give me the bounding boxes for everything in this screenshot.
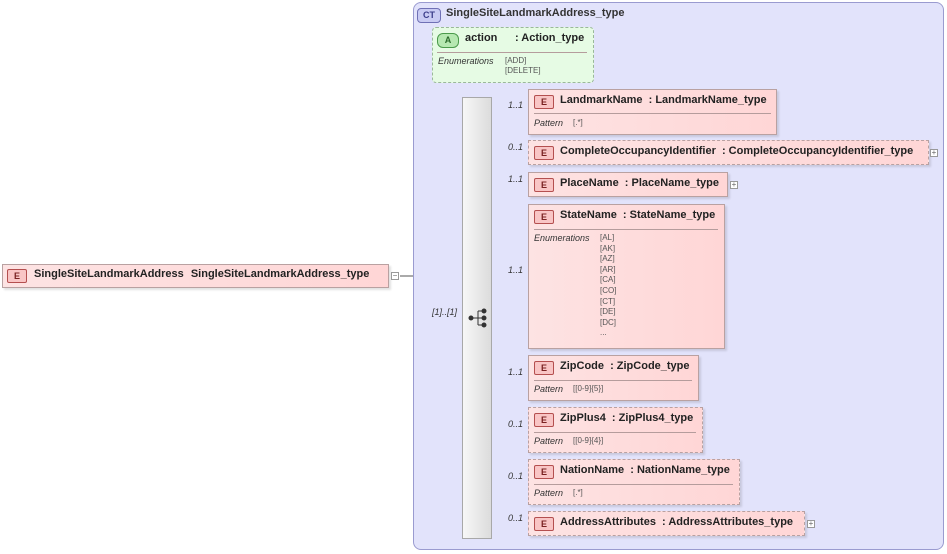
attribute-facet-label: Enumerations [438,56,494,66]
element-label: LandmarkName : LandmarkName_type [560,94,767,106]
attribute-enum-value: [DELETE] [505,66,541,75]
element-label: StateName : StateName_type [560,209,715,221]
facet-value: ... [600,328,607,338]
root-element[interactable] [2,264,389,288]
expand-toggle[interactable]: + [807,519,815,528]
element-place-name[interactable] [528,172,728,197]
complex-type-tag: CT [417,8,441,23]
facet-value: [AR] [600,264,616,274]
collapse-toggle[interactable]: − [391,271,399,280]
element-tag: E [534,465,554,479]
facet-separator [534,113,771,114]
element-name: StateName [560,209,617,221]
cardinality-label: 0..1 [508,142,524,152]
facet-label: Pattern [534,118,564,128]
sequence-cardinality: [1]..[1] [432,307,458,317]
cardinality-label: 1..1 [508,367,524,377]
facet-separator [534,432,696,433]
attribute-type: : Action_type [515,32,585,44]
element-nation-name[interactable] [528,459,740,505]
element-name: ZipPlus4 [560,412,606,424]
cardinality-label: 0..1 [508,419,524,429]
facet-value: [[0-9]{4}] [573,436,604,445]
facet-value: [.*] [573,488,583,497]
facet-separator [534,380,692,381]
element-tag: E [534,210,554,224]
facet-value: [CO] [600,286,617,295]
facet-value: [.*] [573,118,583,127]
element-name: CompleteOccupancyIdentifier [560,145,716,157]
element-tag: E [534,517,554,531]
facet-label: Pattern [534,436,564,446]
facet-value: [DE] [600,307,616,317]
element-type: : LandmarkName_type [648,94,767,106]
root-element-label: SingleSiteLandmarkAddress SingleSiteLand… [34,268,369,280]
element-name: AddressAttributes [560,516,656,528]
element-name: NationName [560,464,625,476]
cardinality-label: 0..1 [508,513,524,523]
attribute-enum-value: [ADD] [505,56,527,65]
element-label: ZipPlus4 : ZipPlus4_type [560,412,693,424]
attribute-tag: A [437,33,459,48]
facet-label: Enumerations [534,233,590,243]
element-zip-plus-4[interactable] [528,407,703,453]
element-address-attributes[interactable] [528,511,805,536]
facet-value: [AZ] [600,254,615,264]
element-landmark-name[interactable] [528,89,777,135]
element-tag: E [534,95,554,109]
element-label: CompleteOccupancyIdentifier : CompleteOc… [560,145,913,157]
element-type: : ZipCode_type [610,360,690,372]
sequence-icon [468,308,487,328]
facet-value: [CT] [600,296,616,306]
element-label: NationName : NationName_type [560,464,730,476]
facet-label: Pattern [534,488,564,498]
element-label: PlaceName : PlaceName_type [560,177,719,189]
facet-label: Pattern [534,384,564,394]
element-tag: E [534,178,554,192]
root-element-name: SingleSiteLandmarkAddress [34,268,184,280]
element-complete-occupancy-identifier[interactable] [528,140,929,165]
element-name: ZipCode [560,360,604,372]
element-tag: E [534,413,554,427]
element-type: : StateName_type [622,209,716,221]
root-element-type: SingleSiteLandmarkAddress_type [190,268,370,280]
attribute-separator [437,52,587,53]
element-name: PlaceName [560,177,619,189]
element-name: LandmarkName [560,94,643,106]
element-type: : PlaceName_type [624,177,719,189]
facet-value: [AL] [600,233,615,242]
element-tag: E [534,361,554,375]
facet-value: [[0-9]{5}] [573,384,604,393]
cardinality-label: 1..1 [508,100,524,110]
element-type: : ZipPlus4_type [611,412,694,424]
facet-value: [CA] [600,275,616,285]
element-label: AddressAttributes : AddressAttributes_ty… [560,516,793,528]
element-tag: E [534,146,554,160]
facet-separator [534,484,733,485]
element-type: : CompleteOccupancyIdentifier_type [721,145,914,157]
cardinality-label: 0..1 [508,471,524,481]
cardinality-label: 1..1 [508,174,524,184]
facet-separator [534,229,718,230]
element-type: : AddressAttributes_type [662,516,794,528]
element-type: : NationName_type [630,464,730,476]
attribute-action[interactable] [432,27,594,83]
cardinality-label: 1..1 [508,265,524,275]
complex-type-title: SingleSiteLandmarkAddress_type [446,7,625,19]
element-zip-code[interactable] [528,355,699,401]
expand-toggle[interactable]: + [930,148,938,157]
attribute-name: action [465,32,498,44]
expand-toggle[interactable]: + [730,180,738,189]
element-tag: E [7,269,27,283]
element-state-name[interactable] [528,204,725,349]
facet-value: [AK] [600,243,616,253]
facet-value: [DC] [600,317,616,327]
element-label: ZipCode : ZipCode_type [560,360,690,372]
